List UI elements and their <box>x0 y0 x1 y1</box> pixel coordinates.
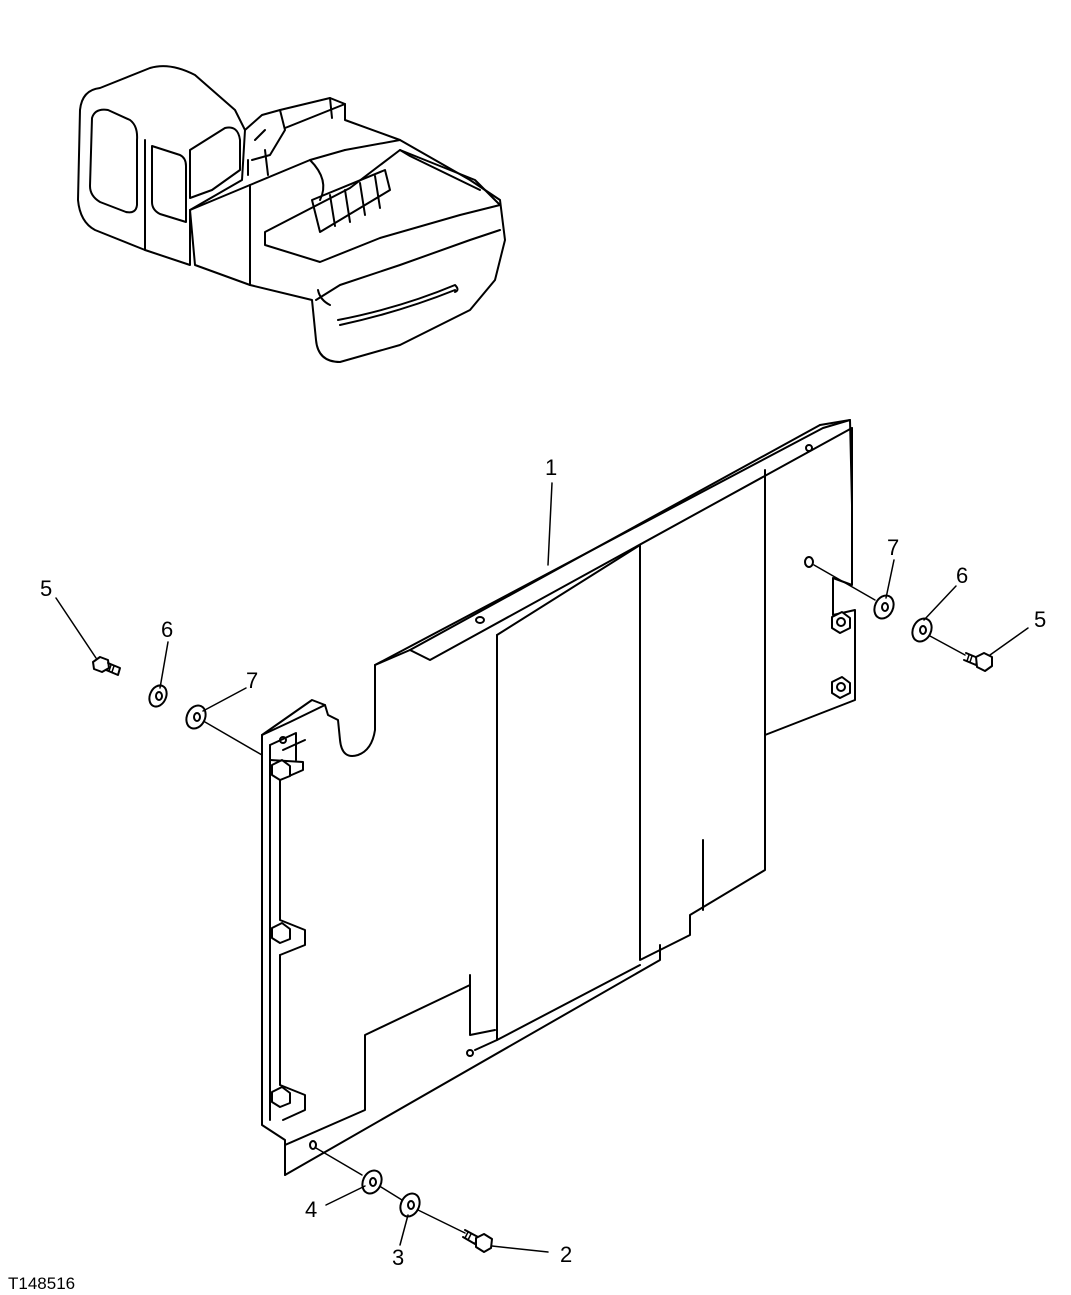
left-hardware <box>92 656 263 756</box>
washer-4 <box>361 1169 383 1195</box>
callout-4: 4 <box>305 1197 317 1222</box>
cover-panel-part <box>261 419 856 1176</box>
washer-3 <box>399 1192 421 1218</box>
bolt-2 <box>462 1229 493 1253</box>
callout-1: 1 <box>545 455 557 480</box>
callout-3: 3 <box>392 1245 404 1270</box>
bolt-right <box>963 652 993 672</box>
leader-lines <box>55 482 1029 1253</box>
callout-6-right: 6 <box>956 563 968 588</box>
callout-2: 2 <box>560 1242 572 1267</box>
washer-6-right <box>911 617 933 643</box>
callout-5-left: 5 <box>40 576 52 601</box>
washer-7-left <box>185 704 207 730</box>
callout-5-right: 5 <box>1034 607 1046 632</box>
washer-6-left <box>148 684 168 708</box>
washer-7-right <box>873 594 895 620</box>
excavator-locator-icon <box>77 65 506 363</box>
callout-7-left: 7 <box>246 668 258 693</box>
bolt-left <box>92 656 121 676</box>
figure-id: T148516 <box>8 1274 75 1293</box>
callout-7-right: 7 <box>887 535 899 560</box>
bottom-hardware <box>315 1147 493 1253</box>
callout-6-left: 6 <box>161 617 173 642</box>
right-hardware <box>813 564 993 672</box>
